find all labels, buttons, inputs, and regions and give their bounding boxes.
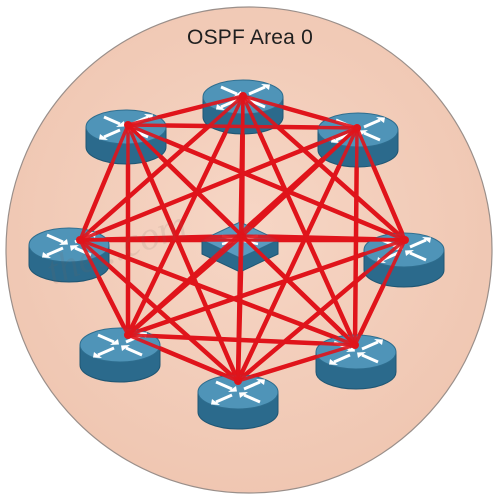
link-overlay-r-bottom-r-top-left — [126, 123, 240, 383]
link-overlay-r-bottom-r-bottom-left — [126, 333, 240, 383]
link-overlay-r-bottom-left-switch-center — [126, 234, 244, 337]
link-overlay-r-bottom-switch-center — [236, 234, 244, 383]
link-overlay-r-top-left-switch-center — [126, 123, 244, 238]
link-overlay-r-bottom-left-r-left — [78, 238, 130, 337]
link-overlay-r-top-right-r-right — [355, 126, 407, 242]
link-overlay-r-top-right-switch-center — [240, 126, 359, 238]
link-overlay-r-top-right-r-left — [78, 126, 359, 242]
link-overlay-r-left-switch-center — [78, 234, 244, 242]
link-overlay-r-bottom-right-switch-center — [240, 234, 357, 347]
link-overlay-r-top-right-r-top-left — [126, 123, 359, 130]
link-overlay-r-bottom-right-r-bottom-left — [126, 333, 357, 347]
router-icon — [211, 379, 265, 405]
link-overlay-r-top-right-r-bottom — [236, 126, 359, 383]
link-overlay-r-top-right-r-bottom-right — [353, 126, 359, 347]
router-r-bottom-right[interactable] — [315, 334, 397, 390]
link-overlay-r-bottom-r-left — [78, 238, 240, 383]
link-overlay-r-right-r-top-left — [126, 123, 407, 242]
router-r-bottom[interactable] — [197, 374, 279, 430]
area-title: OSPF Area 0 — [187, 26, 313, 49]
link-overlay-r-bottom-right-r-left — [78, 238, 357, 347]
link-overlay-r-bottom-right-r-bottom — [236, 343, 357, 383]
link-endpoints — [76, 92, 409, 385]
router-icon — [329, 339, 383, 365]
link-overlay-r-top-r-left — [78, 94, 245, 242]
link-overlay-r-top-r-bottom-left — [126, 94, 245, 337]
link-overlay-r-top-r-top-left — [126, 94, 245, 127]
link-overlay-r-right-switch-center — [240, 234, 407, 242]
link-overlay-r-left-r-top-left — [78, 123, 130, 242]
link-overlay-r-top-switch-center — [240, 94, 245, 238]
link-overlay-r-right-r-bottom-left — [126, 238, 407, 337]
router-icon — [42, 232, 96, 258]
link-overlay-r-right-r-bottom-right — [353, 238, 407, 347]
link-overlay-r-top-r-right — [241, 94, 407, 242]
link-overlay-r-top-r-bottom-right — [241, 94, 357, 347]
link-overlay-r-top-r-top-right — [241, 94, 359, 130]
